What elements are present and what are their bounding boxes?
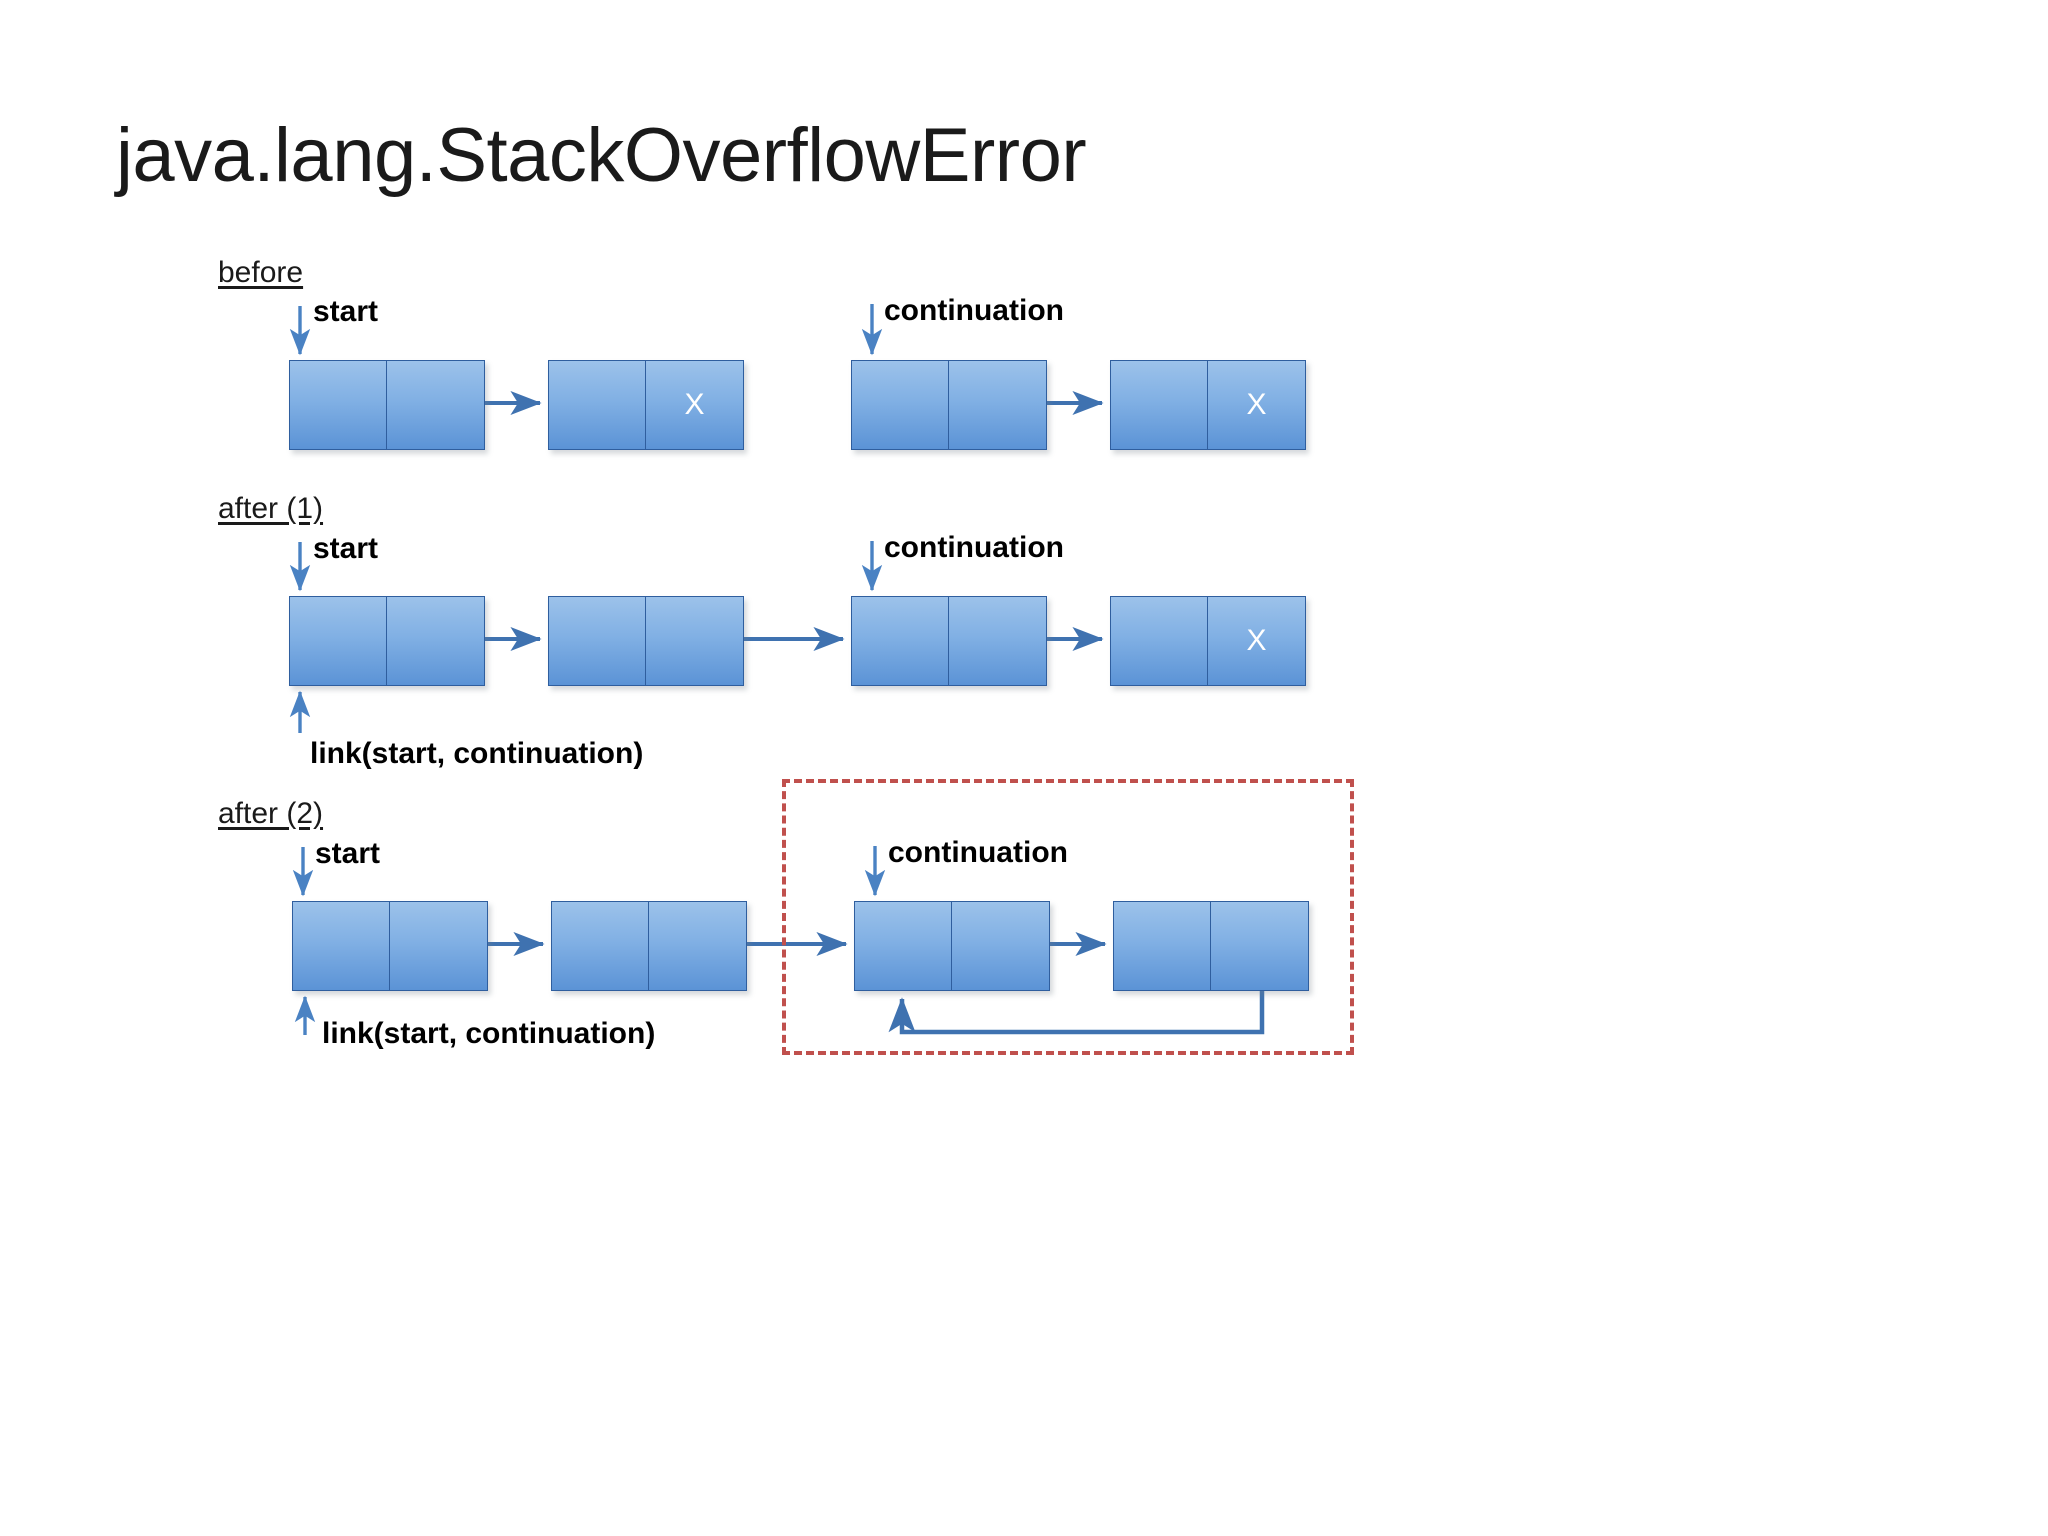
- node-next-cell: [649, 902, 746, 990]
- list-node: X: [548, 360, 744, 450]
- node-next-cell: [646, 597, 743, 685]
- pointer-label-start-before: start: [313, 295, 379, 328]
- pointer-label-continuation-after-2: continuation: [888, 836, 1068, 869]
- node-value-cell: [290, 361, 387, 449]
- caption-link-start-continuation-after-1: link(start, continuation): [310, 737, 644, 770]
- node-next-cell: [387, 361, 484, 449]
- null-marker: X: [1246, 388, 1267, 421]
- node-next-cell: [952, 902, 1049, 990]
- node-value-cell: [1111, 597, 1208, 685]
- list-node: [851, 596, 1047, 686]
- list-node: [551, 901, 747, 991]
- list-node: X: [1110, 596, 1306, 686]
- list-node: [851, 360, 1047, 450]
- caption-link-start-continuation-after-2: link(start, continuation): [322, 1017, 656, 1050]
- list-node: [548, 596, 744, 686]
- page-title: java.lang.StackOverflowError: [116, 113, 1087, 198]
- node-value-cell: [852, 597, 949, 685]
- null-marker: X: [684, 388, 705, 421]
- list-node: [289, 596, 485, 686]
- node-value-cell: [1111, 361, 1208, 449]
- list-node: X: [1110, 360, 1306, 450]
- node-next-cell: [390, 902, 487, 990]
- node-next-cell-null: X: [646, 361, 743, 449]
- section-label-before: before: [218, 256, 304, 289]
- pointer-label-start-after-1: start: [313, 532, 379, 565]
- node-next-cell-null: X: [1208, 361, 1305, 449]
- node-value-cell: [549, 361, 646, 449]
- list-node: [854, 901, 1050, 991]
- section-label-after-2: after (2): [218, 797, 324, 830]
- node-value-cell: [293, 902, 390, 990]
- cycle-highlight-box: [782, 779, 1354, 1055]
- node-next-cell: [387, 597, 484, 685]
- pointer-label-continuation-before: continuation: [884, 294, 1064, 327]
- null-marker: X: [1246, 624, 1267, 657]
- section-label-after-1: after (1): [218, 492, 324, 525]
- node-next-cell-cycle: [1211, 902, 1308, 990]
- list-node: [289, 360, 485, 450]
- node-value-cell: [852, 361, 949, 449]
- node-next-cell: [949, 597, 1046, 685]
- list-node: [1113, 901, 1309, 991]
- pointer-label-continuation-after-1: continuation: [884, 531, 1064, 564]
- node-value-cell: [855, 902, 952, 990]
- node-next-cell: [949, 361, 1046, 449]
- list-node: [292, 901, 488, 991]
- pointer-label-start-after-2: start: [315, 837, 381, 870]
- node-next-cell-null: X: [1208, 597, 1305, 685]
- node-value-cell: [1114, 902, 1211, 990]
- node-value-cell: [549, 597, 646, 685]
- node-value-cell: [552, 902, 649, 990]
- node-value-cell: [290, 597, 387, 685]
